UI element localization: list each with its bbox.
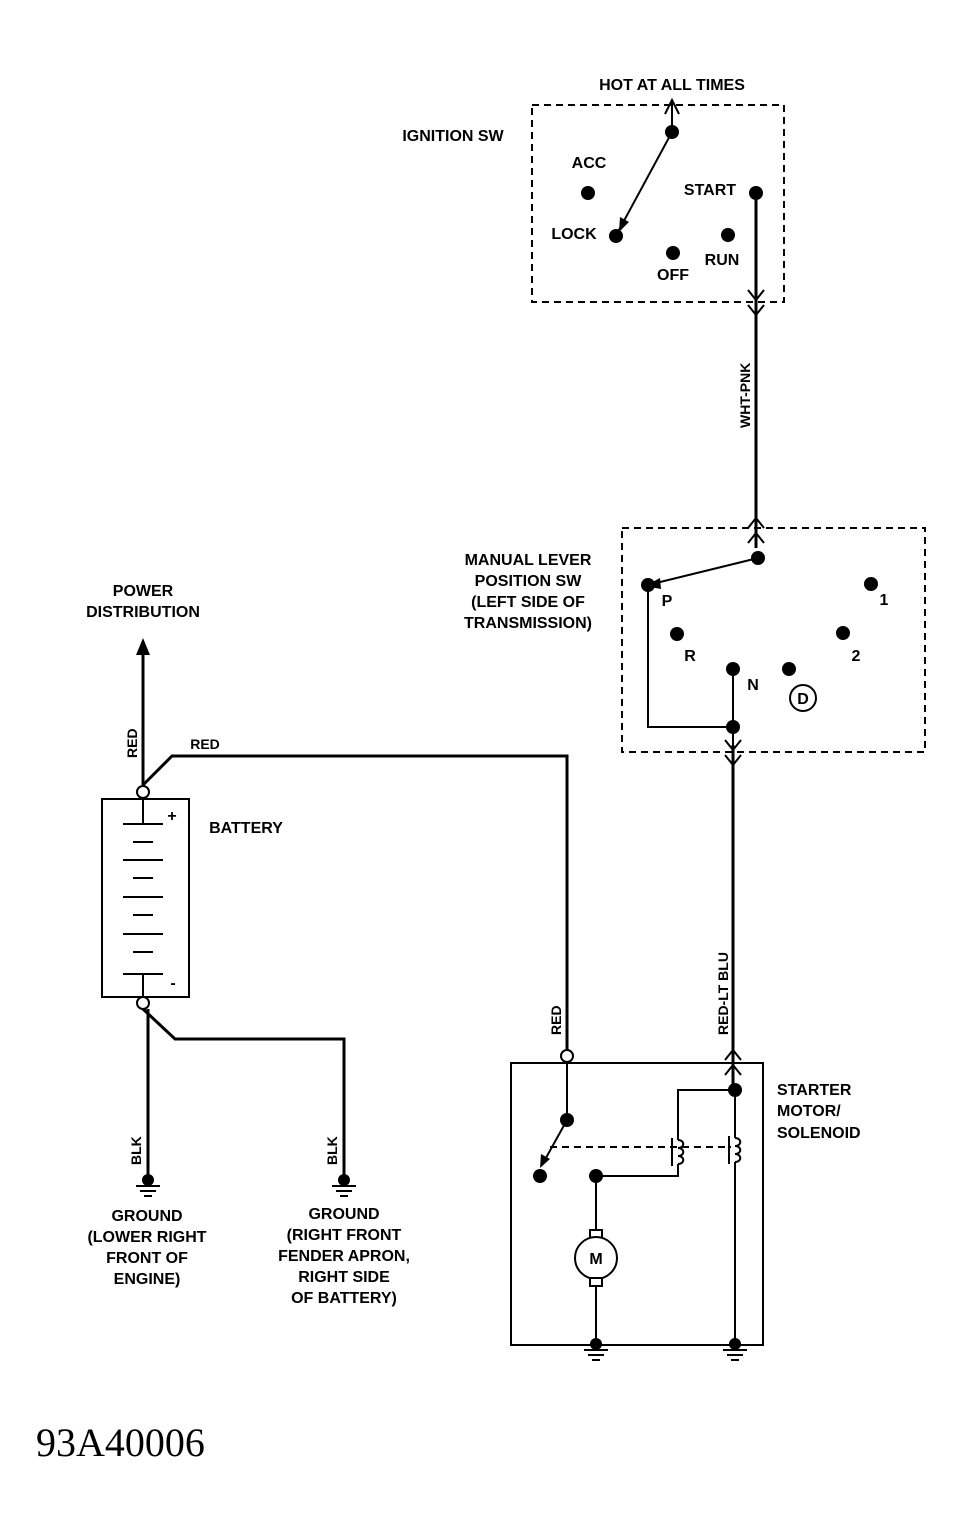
ignition-acc-contact bbox=[581, 186, 595, 200]
battery-negative-terminal bbox=[136, 996, 150, 1010]
red-top-label: RED bbox=[190, 736, 220, 752]
battery-minus-label: - bbox=[170, 975, 175, 992]
manual-lever-title-3: (LEFT SIDE OF bbox=[471, 594, 585, 611]
lever-1-contact bbox=[864, 577, 878, 591]
run-label: RUN bbox=[705, 252, 740, 269]
ground-left-label-1: GROUND bbox=[111, 1208, 182, 1225]
start-label: START bbox=[684, 182, 736, 199]
off-label: OFF bbox=[657, 267, 689, 284]
d-label: D bbox=[797, 691, 809, 708]
lever-2-contact bbox=[836, 626, 850, 640]
wht-pnk-label: WHT-PNK bbox=[737, 363, 753, 428]
ground-symbol-right bbox=[332, 1174, 356, 1197]
pull-in-coil-icon bbox=[671, 1138, 685, 1166]
manual-lever-switch-box bbox=[621, 527, 926, 753]
red-starter-label: RED bbox=[548, 1005, 564, 1035]
lever-d-contact bbox=[782, 662, 796, 676]
hold-in-coil-icon bbox=[728, 1136, 742, 1164]
starter-battery-terminal bbox=[560, 1049, 574, 1063]
red-up-label: RED bbox=[124, 728, 140, 758]
red-lt-blu-label: RED-LT BLU bbox=[715, 952, 731, 1035]
starter-label-2: MOTOR/ bbox=[777, 1103, 841, 1120]
ignition-off-contact bbox=[666, 246, 680, 260]
d-circle bbox=[789, 684, 817, 712]
motor-symbol-label: M bbox=[589, 1251, 602, 1268]
ground-right-label-2: (RIGHT FRONT bbox=[287, 1227, 402, 1244]
ignition-switch: HOT AT ALL TIMES IGNITION SW ACC LOCK OF… bbox=[402, 77, 785, 303]
starter-label-1: STARTER bbox=[777, 1082, 852, 1099]
ignition-switch-box bbox=[531, 104, 785, 303]
p-label: P bbox=[662, 593, 673, 610]
battery-plus-label: + bbox=[167, 808, 176, 825]
manual-lever-title-4: TRANSMISSION) bbox=[464, 615, 592, 632]
ground-symbol-left bbox=[136, 1174, 160, 1197]
battery: + - bbox=[101, 785, 190, 1010]
figure-id: 93A40006 bbox=[36, 1420, 205, 1465]
blk-left-label: BLK bbox=[128, 1136, 144, 1165]
power-distribution-label-1: POWER bbox=[113, 583, 174, 600]
manual-lever-title-2: POSITION SW bbox=[475, 573, 583, 590]
power-distribution-label-2: DISTRIBUTION bbox=[86, 604, 200, 621]
ignition-run-contact bbox=[721, 228, 735, 242]
ground-right-label-4: RIGHT SIDE bbox=[298, 1269, 390, 1286]
ignition-switch-label: IGNITION SW bbox=[402, 128, 504, 145]
wire-red-starter: RED RED bbox=[141, 736, 569, 1053]
lock-label: LOCK bbox=[551, 226, 597, 243]
ground-right-label-5: OF BATTERY) bbox=[291, 1290, 397, 1307]
ignition-lock-contact bbox=[609, 229, 623, 243]
n-label: N bbox=[747, 677, 759, 694]
starter-label-3: SOLENOID bbox=[777, 1125, 861, 1142]
ignition-switch-arm bbox=[618, 131, 673, 231]
ground-left-label-3: FRONT OF bbox=[106, 1250, 188, 1267]
starter-box bbox=[510, 1062, 764, 1346]
wire-blk-left: BLK bbox=[128, 1009, 150, 1182]
solenoid-contact-bottom bbox=[533, 1169, 547, 1183]
wire-wht-pnk: WHT-PNK bbox=[737, 193, 765, 548]
battery-label: BATTERY bbox=[209, 820, 283, 837]
power-arrow-icon bbox=[136, 638, 150, 655]
two-label: 2 bbox=[852, 648, 861, 665]
ground-left-label-4: ENGINE) bbox=[114, 1271, 181, 1288]
r-label: R bbox=[684, 648, 696, 665]
one-label: 1 bbox=[880, 592, 889, 609]
wire-red-power: RED bbox=[124, 638, 150, 785]
battery-positive-terminal bbox=[136, 785, 150, 799]
wire-red-lt-blu: RED-LT BLU bbox=[715, 739, 742, 1088]
blk-right-label: BLK bbox=[324, 1136, 340, 1165]
starter-motor-solenoid: M bbox=[510, 1049, 764, 1361]
ground-right-label-1: GROUND bbox=[308, 1206, 379, 1223]
manual-lever-title-1: MANUAL LEVER bbox=[465, 552, 592, 569]
lever-switch-arm bbox=[651, 557, 759, 585]
motor-brush-bottom bbox=[589, 1277, 603, 1287]
lever-r-contact bbox=[670, 627, 684, 641]
wire-blk-right: BLK bbox=[141, 1007, 346, 1182]
starter-ground-right bbox=[723, 1338, 747, 1361]
manual-lever-switch: MANUAL LEVER POSITION SW (LEFT SIDE OF T… bbox=[464, 527, 926, 753]
hot-at-all-times-label: HOT AT ALL TIMES bbox=[599, 77, 745, 94]
starter-ground-left bbox=[584, 1338, 608, 1361]
ground-right-label-3: FENDER APRON, bbox=[278, 1248, 410, 1265]
ground-left-label-2: (LOWER RIGHT bbox=[87, 1229, 206, 1246]
acc-label: ACC bbox=[572, 155, 607, 172]
